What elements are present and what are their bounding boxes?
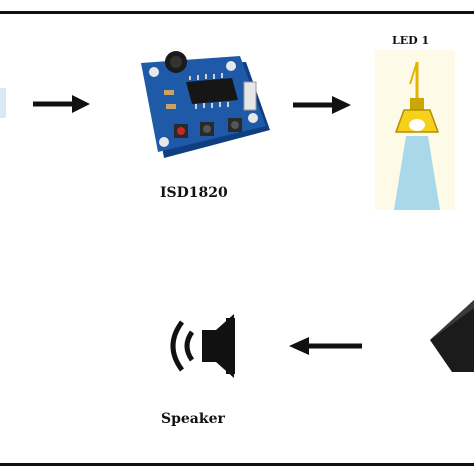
arrow-to-led — [293, 96, 351, 114]
arrow-to-module — [33, 95, 90, 113]
speaker-icon — [170, 314, 235, 378]
isd1820-board-icon — [141, 51, 270, 158]
diagram-frame — [0, 11, 474, 466]
speaker-label: Speaker — [161, 411, 225, 427]
led-lamp-icon — [375, 50, 455, 210]
partial-right-device-icon — [430, 300, 474, 372]
partial-left-device-icon — [0, 88, 6, 118]
module-label: ISD1820 — [160, 185, 228, 201]
led-label: LED 1 — [392, 34, 430, 47]
arrow-to-speaker — [289, 337, 362, 355]
